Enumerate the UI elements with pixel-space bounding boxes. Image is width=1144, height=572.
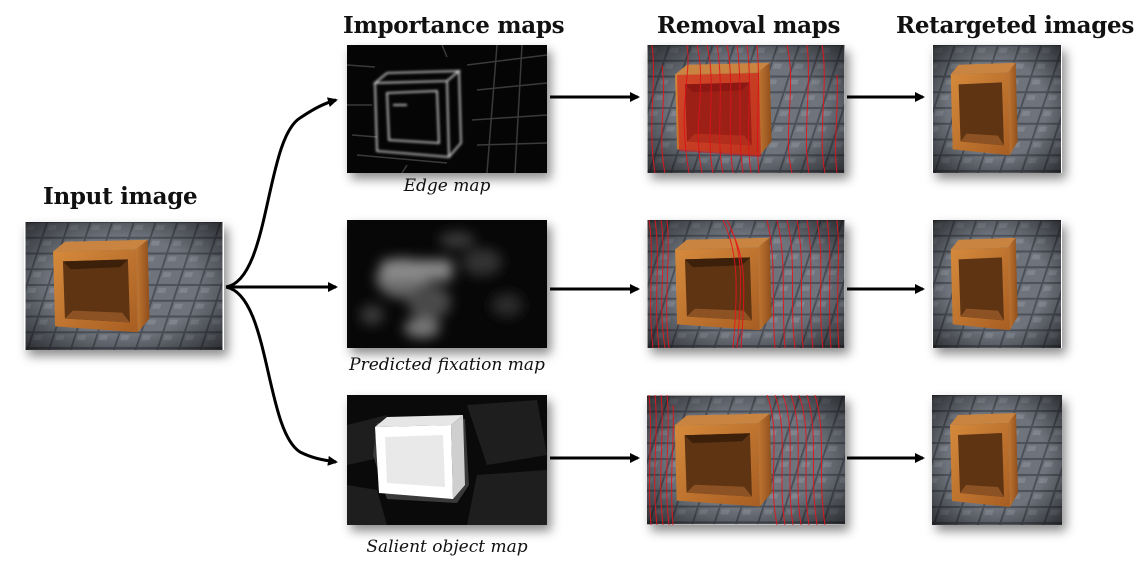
retargeted-images-heading: Retargeted images: [896, 12, 1134, 39]
salient-object-map-caption: Salient object map: [366, 537, 528, 557]
edge-map-caption: Edge map: [403, 176, 491, 196]
salient-object-map-image: [347, 395, 547, 525]
removal-map-edge: [647, 45, 845, 173]
importance-maps-heading: Importance maps: [343, 12, 565, 39]
arrow-input-to-salient: [225, 285, 338, 466]
input-image-heading: Input image: [43, 183, 198, 210]
predicted-fixation-map-image: [347, 220, 547, 348]
edge-map-image: [347, 45, 547, 173]
arrow-input-to-edge: [225, 97, 338, 289]
predicted-fixation-map-caption: Predicted fixation map: [349, 355, 545, 375]
removal-map-fixation: [647, 220, 845, 348]
removal-maps-heading: Removal maps: [657, 12, 841, 39]
removal-map-salient: [647, 395, 845, 525]
